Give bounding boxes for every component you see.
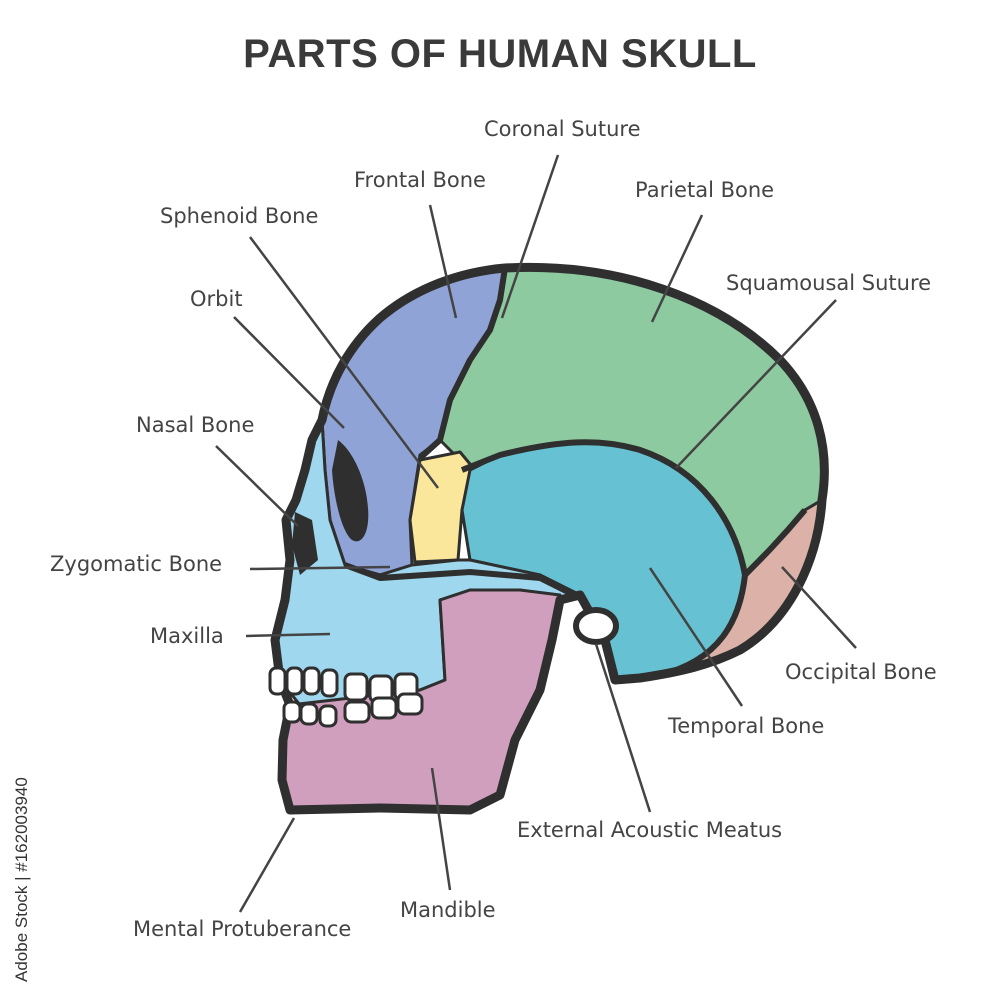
label-nasal-bone: Nasal Bone xyxy=(136,413,255,437)
lambdoid-suture-line xyxy=(742,508,808,578)
leader-maxilla xyxy=(245,632,331,638)
label-mental-protuberance: Mental Protuberance xyxy=(133,917,352,941)
leader-temporal-bone xyxy=(648,567,744,707)
lower-tooth xyxy=(318,704,338,728)
sphenoid-bone-region xyxy=(408,450,477,564)
upper-tooth xyxy=(285,666,304,696)
leader-squamousal-suture xyxy=(675,299,837,469)
coronal-suture-line xyxy=(417,267,508,461)
leader-mental-protuberance xyxy=(238,817,296,913)
stock-watermark: Adobe Stock | #162003940 xyxy=(12,777,31,982)
lower-tooth xyxy=(282,700,302,724)
lower-tooth xyxy=(370,696,398,720)
squamousal-suture-line xyxy=(460,439,748,678)
label-zygomatic-bone: Zygomatic Bone xyxy=(50,552,223,576)
leader-mandible xyxy=(430,767,452,891)
upper-tooth xyxy=(302,666,321,696)
lower-tooth xyxy=(396,692,424,716)
leader-sphenoid-bone xyxy=(248,236,440,489)
label-occipital-bone: Occipital Bone xyxy=(785,660,937,684)
label-parietal-bone: Parietal Bone xyxy=(635,178,775,202)
label-coronal-suture: Coronal Suture xyxy=(484,117,641,141)
label-mandible: Mandible xyxy=(400,898,496,922)
leader-occipital-bone xyxy=(781,566,857,649)
nasal-cavity xyxy=(292,512,318,575)
leader-external-acoustic-meatus xyxy=(594,643,652,813)
label-sphenoid-bone: Sphenoid Bone xyxy=(160,204,319,228)
teeth-group xyxy=(268,666,424,728)
label-external-acoustic-meatus: External Acoustic Meatus xyxy=(517,818,783,842)
leader-parietal-bone xyxy=(650,214,704,323)
lower-tooth xyxy=(299,702,319,726)
diagram-title: PARTS OF HUMAN SKULL xyxy=(243,32,757,76)
label-orbit: Orbit xyxy=(190,287,243,311)
label-temporal-bone: Temporal Bone xyxy=(668,714,825,738)
ear-canal xyxy=(573,607,619,645)
label-maxilla: Maxilla xyxy=(150,624,224,648)
leader-zygomatic-bone xyxy=(249,565,391,571)
orbit-socket xyxy=(332,440,369,542)
leader-nasal-bone xyxy=(215,445,299,527)
label-frontal-bone: Frontal Bone xyxy=(354,168,486,192)
upper-tooth xyxy=(268,666,287,696)
leader-frontal-bone xyxy=(428,204,458,319)
leader-lines xyxy=(215,154,857,913)
leader-coronal-suture xyxy=(500,154,560,319)
upper-tooth xyxy=(343,672,369,702)
leader-orbit xyxy=(233,316,345,429)
lower-tooth xyxy=(343,700,371,724)
label-squamousal-suture: Squamousal Suture xyxy=(726,271,932,295)
upper-tooth xyxy=(320,668,339,698)
zygomatic-arch-line xyxy=(343,562,582,601)
